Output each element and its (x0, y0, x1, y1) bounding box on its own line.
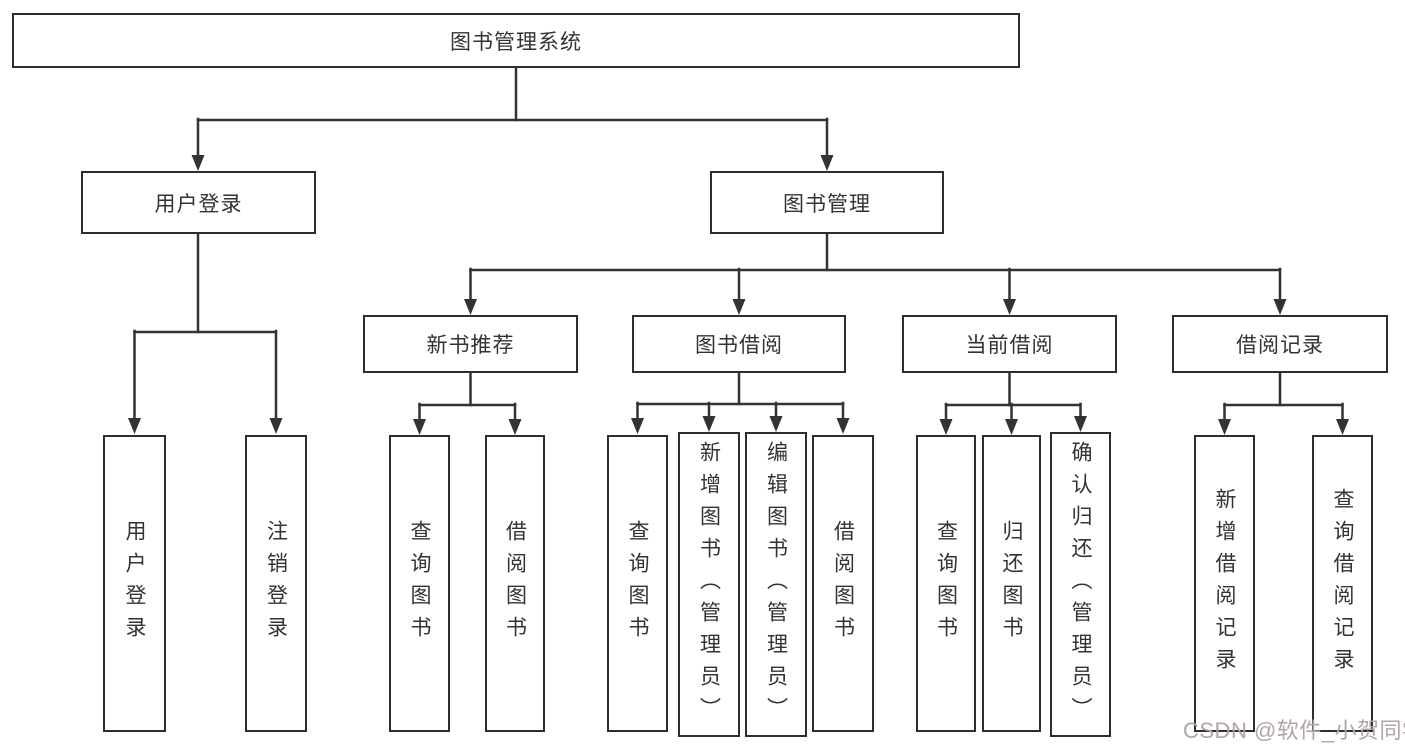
connector-book-management-to-level2 (464, 232, 1287, 315)
node-current-borrow: 当前借阅 (902, 315, 1117, 373)
connector-new-book-to-leaves (413, 371, 522, 435)
csdn-watermark: CSDN @软件_小贺同学 (1183, 718, 1405, 743)
leaf-query-borrow-record: 查询借阅记录 (1312, 435, 1373, 732)
leaf-edit-book-admin: 编辑图书（管理员） (745, 432, 807, 737)
leaf-return-books: 归还图书 (982, 435, 1041, 732)
node-borrow-records: 借阅记录 (1172, 315, 1388, 373)
leaf-user-login: 用户登录 (103, 435, 166, 732)
connector-root-to-level1 (191, 66, 834, 171)
leaf-add-book-admin: 新增图书（管理员） (678, 432, 740, 737)
node-book-management-module: 图书管理 (710, 171, 944, 234)
leaf-borrow-books: 借阅图书 (812, 435, 874, 732)
leaf-add-borrow-record: 新增借阅记录 (1194, 435, 1255, 732)
node-user-login-module: 用户登录 (81, 171, 316, 234)
leaf-logout: 注销登录 (245, 435, 307, 732)
connector-user-login-to-leaves (128, 232, 283, 434)
leaf-borrow-books-recommend: 借阅图书 (485, 435, 545, 732)
leaf-query-books-current: 查询图书 (916, 435, 976, 732)
connector-book-borrow-to-leaves (631, 371, 850, 434)
leaf-query-books-borrow: 查询图书 (607, 435, 668, 732)
leaf-confirm-return-admin: 确认归还（管理员） (1050, 432, 1111, 737)
connector-borrow-records-to-leaves (1218, 371, 1349, 435)
leaf-query-books-recommend: 查询图书 (389, 435, 450, 732)
node-book-borrow: 图书借阅 (632, 315, 846, 373)
node-root-library-system: 图书管理系统 (12, 13, 1020, 68)
node-new-book-recommend: 新书推荐 (363, 315, 578, 373)
connector-current-borrow-to-leaves (939, 371, 1087, 435)
